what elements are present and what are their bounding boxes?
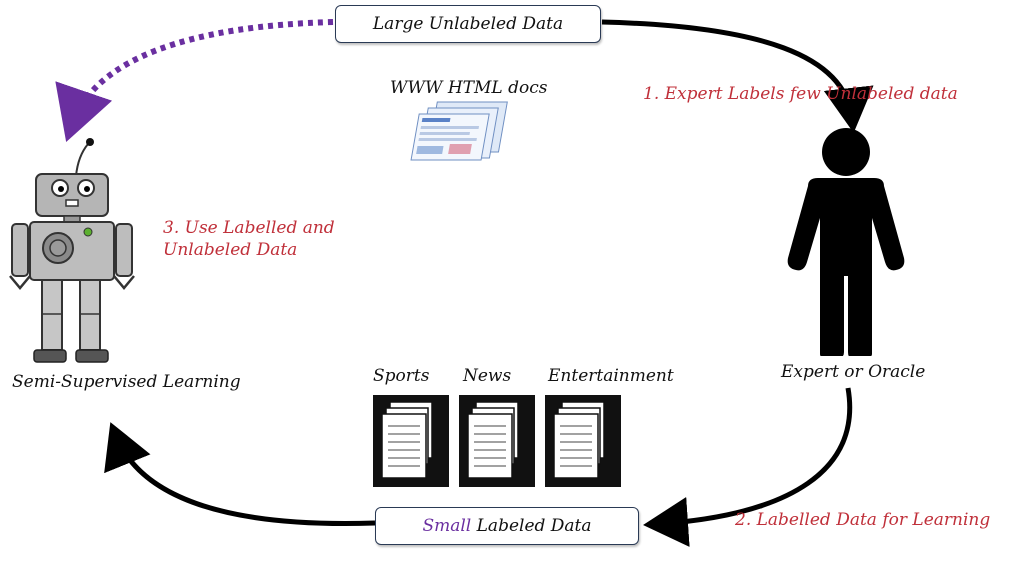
step1-label: 1. Expert Labels few Unlabeled data [643, 84, 958, 104]
step3-label-line2: Unlabeled Data [163, 240, 298, 260]
person-icon [787, 128, 905, 356]
arrow-to-labeled [643, 387, 853, 547]
arrow-to-learner [104, 422, 376, 526]
category-sports: Sports [373, 366, 430, 386]
category-news: News [463, 366, 512, 386]
expert-label: Expert or Oracle [781, 362, 926, 382]
document-stack-icon [459, 395, 535, 487]
small-highlight-label: Small [422, 516, 472, 536]
large-unlabeled-data-box: Large Unlabeled Data [335, 5, 601, 43]
category-entertainment: Entertainment [548, 366, 674, 386]
dotted-arrow-to-learner [55, 19, 334, 143]
step2-label: 2. Labelled Data for Learning [735, 510, 991, 530]
step3-label-line1: 3. Use Labelled and [163, 218, 335, 238]
www-docs-label: WWW HTML docs [390, 78, 548, 98]
labeled-data-label: Labeled Data [471, 516, 592, 536]
learner-label: Semi-Supervised Learning [12, 372, 241, 392]
document-stack-icon [373, 395, 449, 487]
arrow-to-expert [601, 19, 874, 133]
robot-icon [9, 138, 135, 363]
web-pages-icon [410, 101, 508, 161]
large-unlabeled-data-label: Large Unlabeled Data [372, 14, 564, 34]
small-labeled-data-box: Small Labeled Data [375, 507, 639, 545]
document-stack-icon [545, 395, 621, 487]
